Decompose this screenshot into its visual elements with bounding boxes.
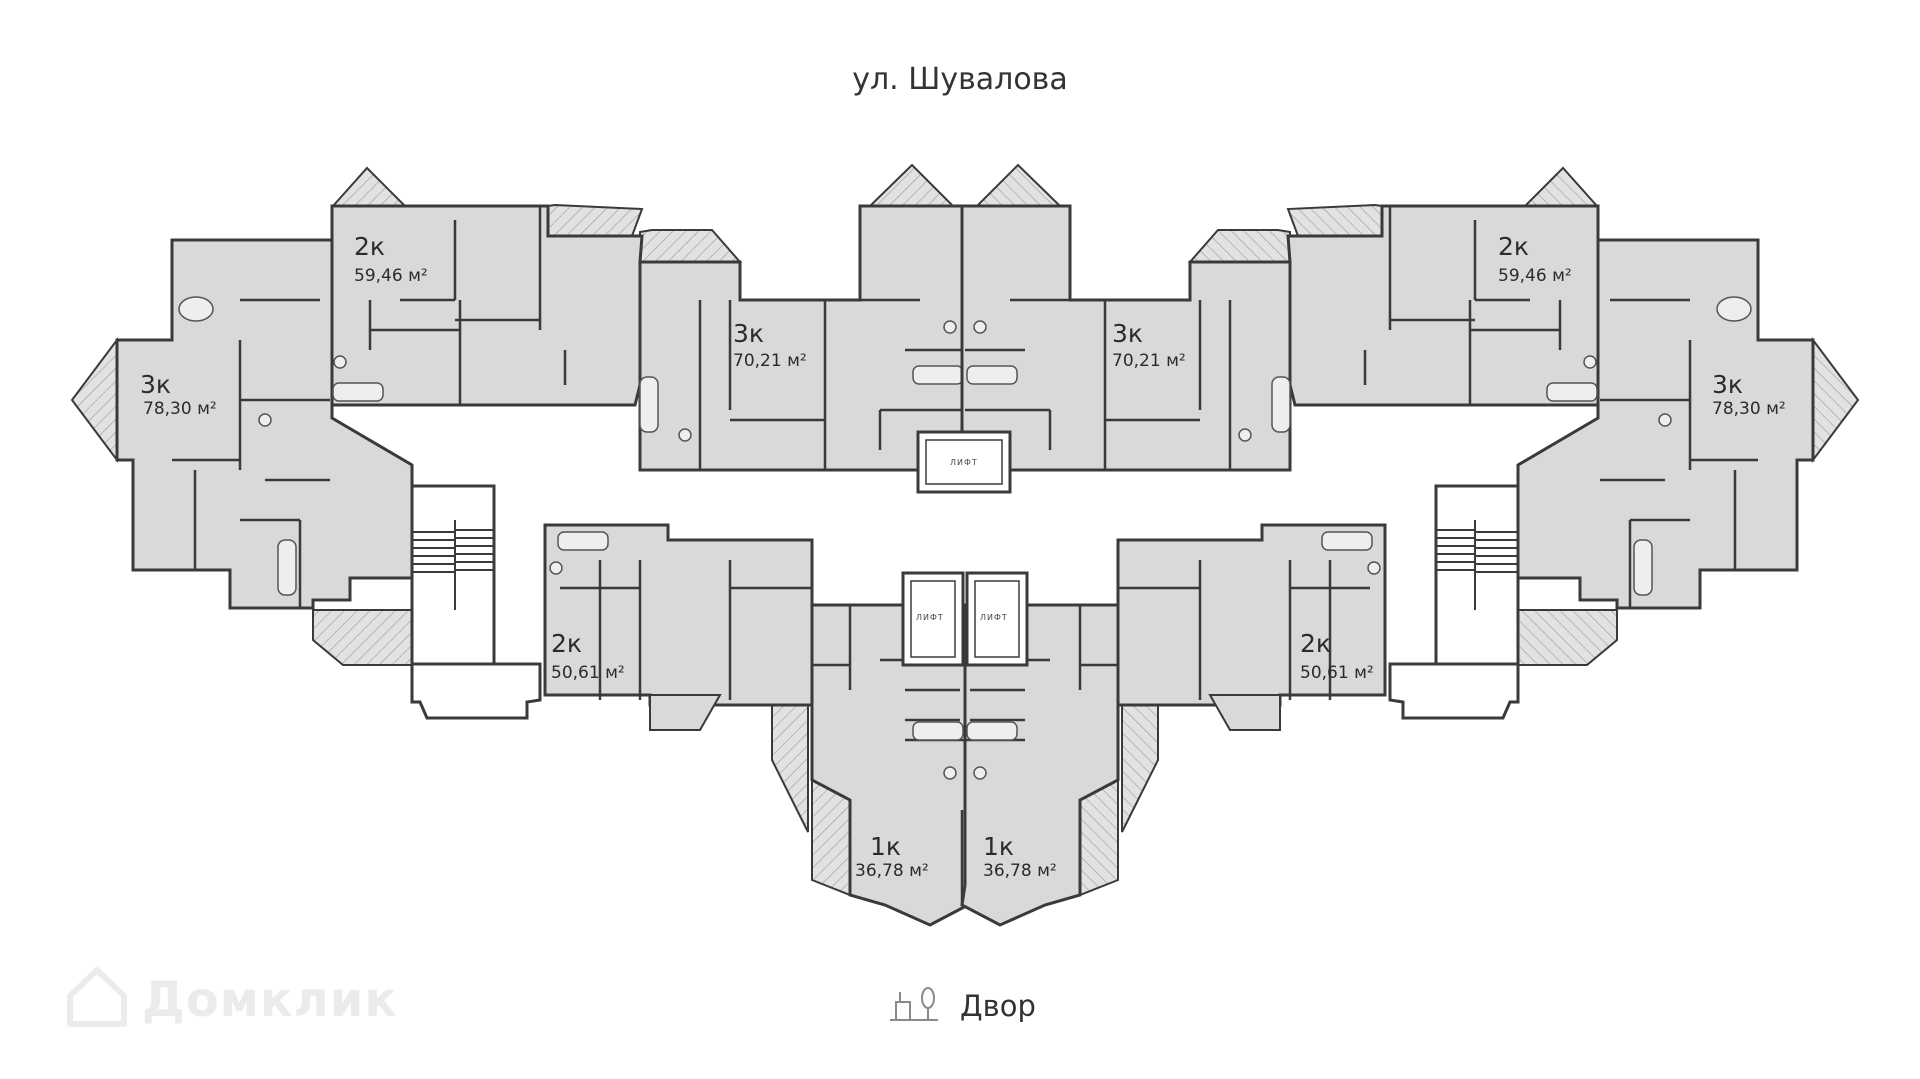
apt-type: 2к [1300, 629, 1331, 658]
yard-label: Двор [960, 989, 1036, 1023]
apt-area: 50,61 м² [1300, 663, 1374, 683]
apt-area: 78,30 м² [143, 399, 217, 419]
lift-label: ЛИФТ [980, 613, 1008, 622]
apt-area: 70,21 м² [733, 351, 807, 371]
yard-legend: Двор [886, 984, 1036, 1028]
floor-plan-right-half [960, 163, 1860, 927]
apt-area: 36,78 м² [855, 861, 929, 881]
apt-area: 70,21 м² [1112, 351, 1186, 371]
apt-type: 3к [733, 319, 764, 348]
apt-type: 3к [1112, 319, 1143, 348]
right-half-labels: 3к 70,21 м² 2к 59,46 м² 3к 78,30 м² 2к 5… [983, 232, 1786, 881]
floor-plan-left-half: 3к 78,30 м² 2к 59,46 м² 3к 70,21 м² 2к 5… [70, 163, 970, 927]
apt-type: 3к [1712, 370, 1743, 399]
apt-type: 2к [354, 232, 385, 261]
playground-icon [886, 982, 942, 1031]
apt-area: 59,46 м² [1498, 266, 1572, 286]
house-logo-icon [62, 962, 132, 1037]
watermark-text: Домклик [142, 971, 398, 1028]
apt-area: 78,30 м² [1712, 399, 1786, 419]
watermark: Домклик [62, 962, 398, 1037]
apt-area: 50,61 м² [551, 663, 625, 683]
apt-type: 1к [870, 832, 901, 861]
street-label: ул. Шувалова [852, 62, 1068, 97]
apt-type: 1к [983, 832, 1014, 861]
apt-area: 36,78 м² [983, 861, 1057, 881]
lift-label: ЛИФТ [916, 613, 944, 622]
apt-area: 59,46 м² [354, 266, 428, 286]
apt-type: 2к [551, 629, 582, 658]
lift-group: ЛИФТ ЛИФТ ЛИФТ [901, 430, 1029, 667]
apt-type: 3к [140, 370, 171, 399]
apt-type: 2к [1498, 232, 1529, 261]
lift-label: ЛИФТ [950, 458, 978, 467]
